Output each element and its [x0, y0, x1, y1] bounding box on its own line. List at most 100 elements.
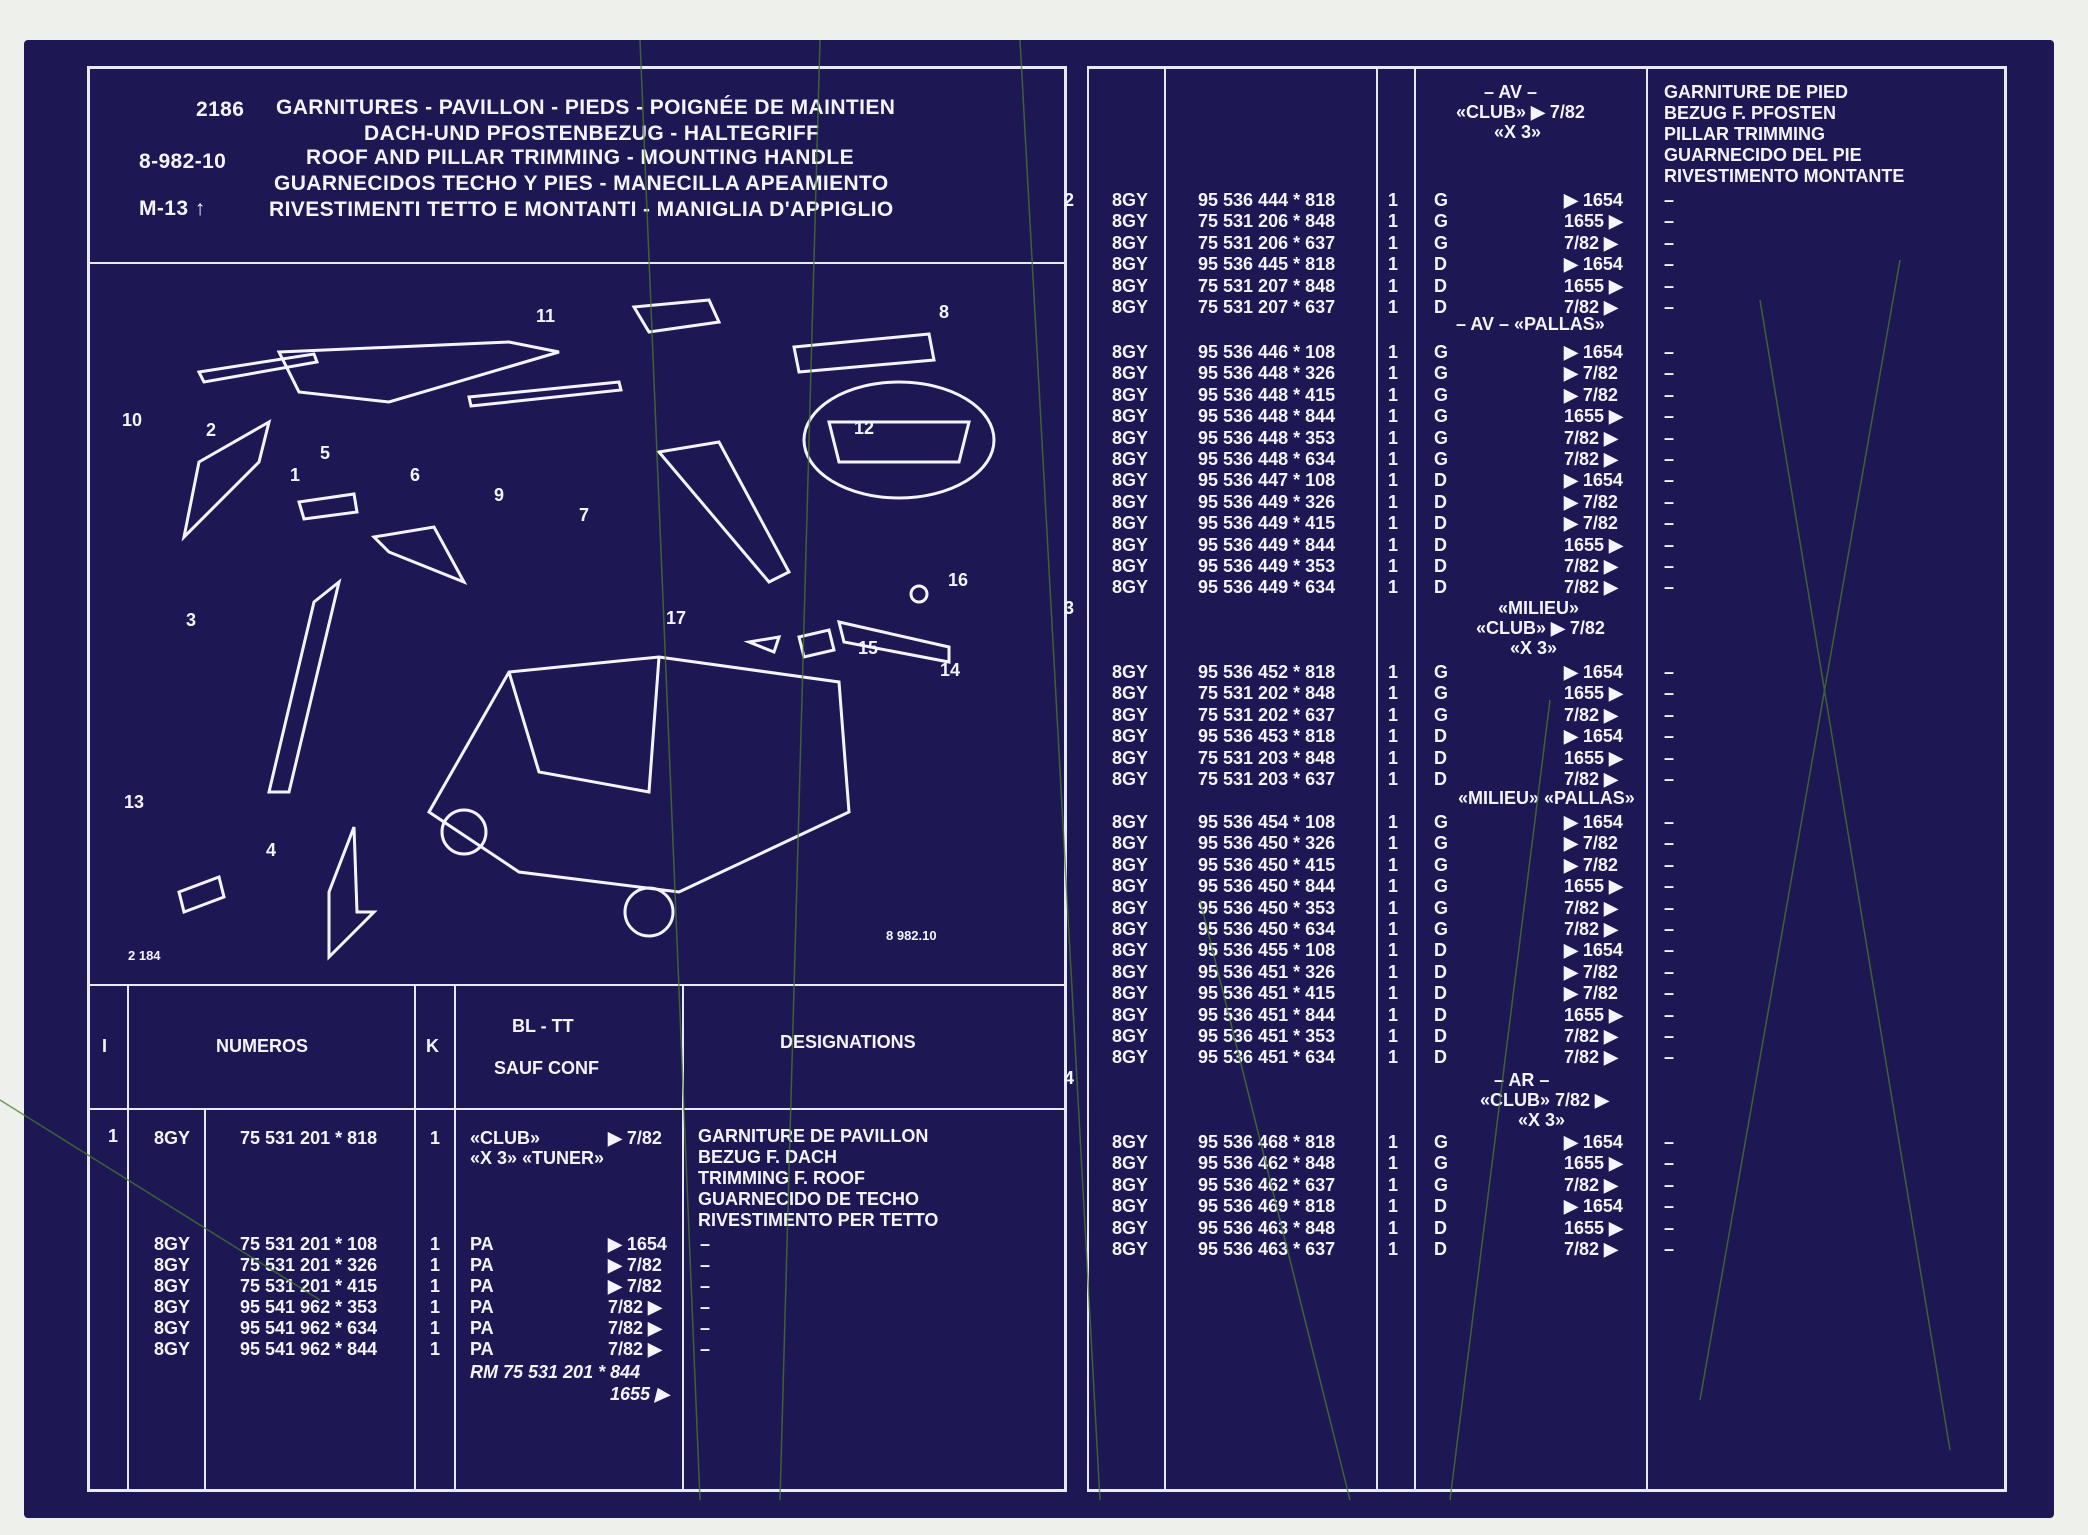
right-row-k: 1	[1388, 254, 1399, 275]
right-row-date: 1655 ▶	[1564, 683, 1623, 704]
right-row-prefix: 8GY	[1112, 769, 1149, 789]
right-row-date: 7/82 ▶	[1564, 1174, 1618, 1195]
callout-10: 10	[122, 410, 143, 430]
left-first-prefix: 8GY	[154, 1128, 191, 1148]
right-row-number: 95 536 446 * 108	[1198, 342, 1336, 362]
right-row-prefix: 8GY	[1112, 726, 1149, 747]
right-row-prefix: 8GY	[1112, 363, 1149, 384]
right-col-line-1	[1087, 66, 1089, 1492]
right-row-designation: –	[1664, 232, 1675, 253]
right-row-designation: –	[1664, 662, 1675, 682]
right-row-designation: –	[1664, 427, 1675, 448]
left-row-number: 95 541 962 * 353	[240, 1297, 378, 1317]
right-row-designation: –	[1664, 275, 1675, 296]
detail-12-part	[827, 420, 971, 464]
right-row-number: 95 536 449 * 353	[1198, 556, 1336, 576]
title-de: DACH-UND PFOSTENBEZUG - HALTEGRIFF	[364, 122, 820, 145]
callout-3: 3	[186, 610, 197, 630]
right-row-side: D	[1434, 1004, 1447, 1025]
right-row-number: 95 536 462 * 848	[1198, 1153, 1336, 1174]
left-row-number: 75 531 201 * 415	[240, 1276, 378, 1296]
right-row-k: 1	[1388, 363, 1399, 384]
right-row-k: 1	[1388, 1174, 1399, 1195]
right-row-designation: –	[1664, 1196, 1675, 1217]
section-label-x3-2: «X 3»	[1510, 638, 1558, 658]
right-row-date: ▶ 1654	[1564, 1132, 1623, 1152]
right-row-date: ▶ 1654	[1564, 254, 1623, 275]
left-row-designation: –	[700, 1297, 711, 1317]
pillar-7	[656, 440, 792, 584]
right-row-date: 7/82 ▶	[1564, 1047, 1618, 1068]
right-row-designation: –	[1664, 897, 1675, 918]
right-row-k: 1	[1388, 1239, 1399, 1259]
title-en: ROOF AND PILLAR TRIMMING - MOUNTING HAND…	[306, 146, 854, 169]
right-row-side: D	[1434, 769, 1447, 789]
left-row-k: 1	[430, 1255, 441, 1275]
right-row-designation: –	[1664, 704, 1675, 725]
right-row-side: D	[1434, 1239, 1447, 1259]
right-row-designation: –	[1664, 961, 1675, 982]
right-row-date: 7/82 ▶	[1564, 427, 1618, 448]
right-row-date: 7/82 ▶	[1564, 232, 1618, 253]
right-row-date: 1655 ▶	[1564, 1004, 1623, 1025]
right-row-prefix: 8GY	[1112, 384, 1149, 405]
right-row-prefix: 8GY	[1112, 961, 1149, 982]
right-row-prefix: 8GY	[1112, 1217, 1149, 1238]
right-row-k: 1	[1388, 726, 1399, 747]
right-row-designation: –	[1664, 513, 1675, 534]
section-label-av-pallas: – AV – «PALLAS»	[1456, 314, 1605, 334]
right-row-number: 95 536 451 * 844	[1198, 1004, 1336, 1025]
right-row-prefix: 8GY	[1112, 940, 1149, 961]
right-row-prefix: 8GY	[1112, 342, 1149, 362]
left-row-prefix: 8GY	[154, 1318, 191, 1338]
left-row-date: 7/82 ▶	[608, 1318, 662, 1338]
right-row-k: 1	[1388, 876, 1399, 897]
right-row-number: 95 536 448 * 415	[1198, 384, 1336, 405]
left-row-side: PA	[470, 1339, 494, 1359]
right-row-number: 95 536 468 * 818	[1198, 1132, 1336, 1152]
right-row-number: 75 531 203 * 637	[1198, 769, 1336, 789]
right-row-k: 1	[1388, 513, 1399, 534]
left-designation-line-3: TRIMMING F. ROOF	[698, 1168, 865, 1188]
left-row-designation: –	[700, 1234, 711, 1254]
diagram-code-left: 2 184	[128, 948, 161, 963]
right-row-k: 1	[1388, 427, 1399, 448]
right-row-side: G	[1434, 812, 1449, 832]
right-row-date: 1655 ▶	[1564, 534, 1623, 555]
right-row-side: D	[1434, 556, 1447, 576]
right-row-prefix: 8GY	[1112, 683, 1149, 704]
right-row-k: 1	[1388, 297, 1399, 317]
right-row-number: 95 536 448 * 326	[1198, 363, 1336, 384]
right-row-k: 1	[1388, 1004, 1399, 1025]
right-row-designation: –	[1664, 769, 1675, 789]
left-col-line-2	[204, 1108, 206, 1490]
right-row-side: D	[1434, 470, 1447, 491]
right-row-k: 1	[1388, 747, 1399, 768]
right-row-designation: –	[1664, 363, 1675, 384]
left-item-number: 1	[108, 1126, 119, 1146]
right-row-prefix: 8GY	[1112, 211, 1149, 232]
left-designation-line-2: BEZUG F. DACH	[698, 1147, 837, 1167]
right-row-k: 1	[1388, 491, 1399, 512]
section-label-milieu-pallas: «MILIEU» «PALLAS»	[1458, 788, 1635, 808]
right-row-designation: –	[1664, 812, 1675, 832]
right-designation-line-1: GARNITURE DE PIED	[1664, 82, 1849, 102]
right-row-number: 95 536 445 * 818	[1198, 254, 1336, 275]
left-row-prefix: 8GY	[154, 1339, 191, 1359]
right-row-date: ▶ 1654	[1564, 1196, 1623, 1217]
header-divider	[87, 262, 1067, 264]
left-row-designation: –	[700, 1339, 711, 1359]
right-row-prefix: 8GY	[1112, 275, 1149, 296]
header-col-bl-tt: BL - TT	[512, 1016, 574, 1036]
right-row-date: 7/82 ▶	[1564, 769, 1618, 789]
left-row-date: ▶ 7/82	[608, 1255, 662, 1275]
right-row-side: D	[1434, 491, 1447, 512]
left-row-date: ▶ 7/82	[608, 1276, 662, 1296]
right-row-designation: –	[1664, 577, 1675, 598]
right-row-date: ▶ 7/82	[1564, 833, 1618, 854]
right-row-k: 1	[1388, 1196, 1399, 1217]
right-row-date: 7/82 ▶	[1564, 556, 1618, 576]
right-row-prefix: 8GY	[1112, 1132, 1149, 1152]
right-row-date: ▶ 1654	[1564, 662, 1623, 682]
title-fr: GARNITURES - PAVILLON - PIEDS - POIGNÉE …	[276, 96, 896, 119]
